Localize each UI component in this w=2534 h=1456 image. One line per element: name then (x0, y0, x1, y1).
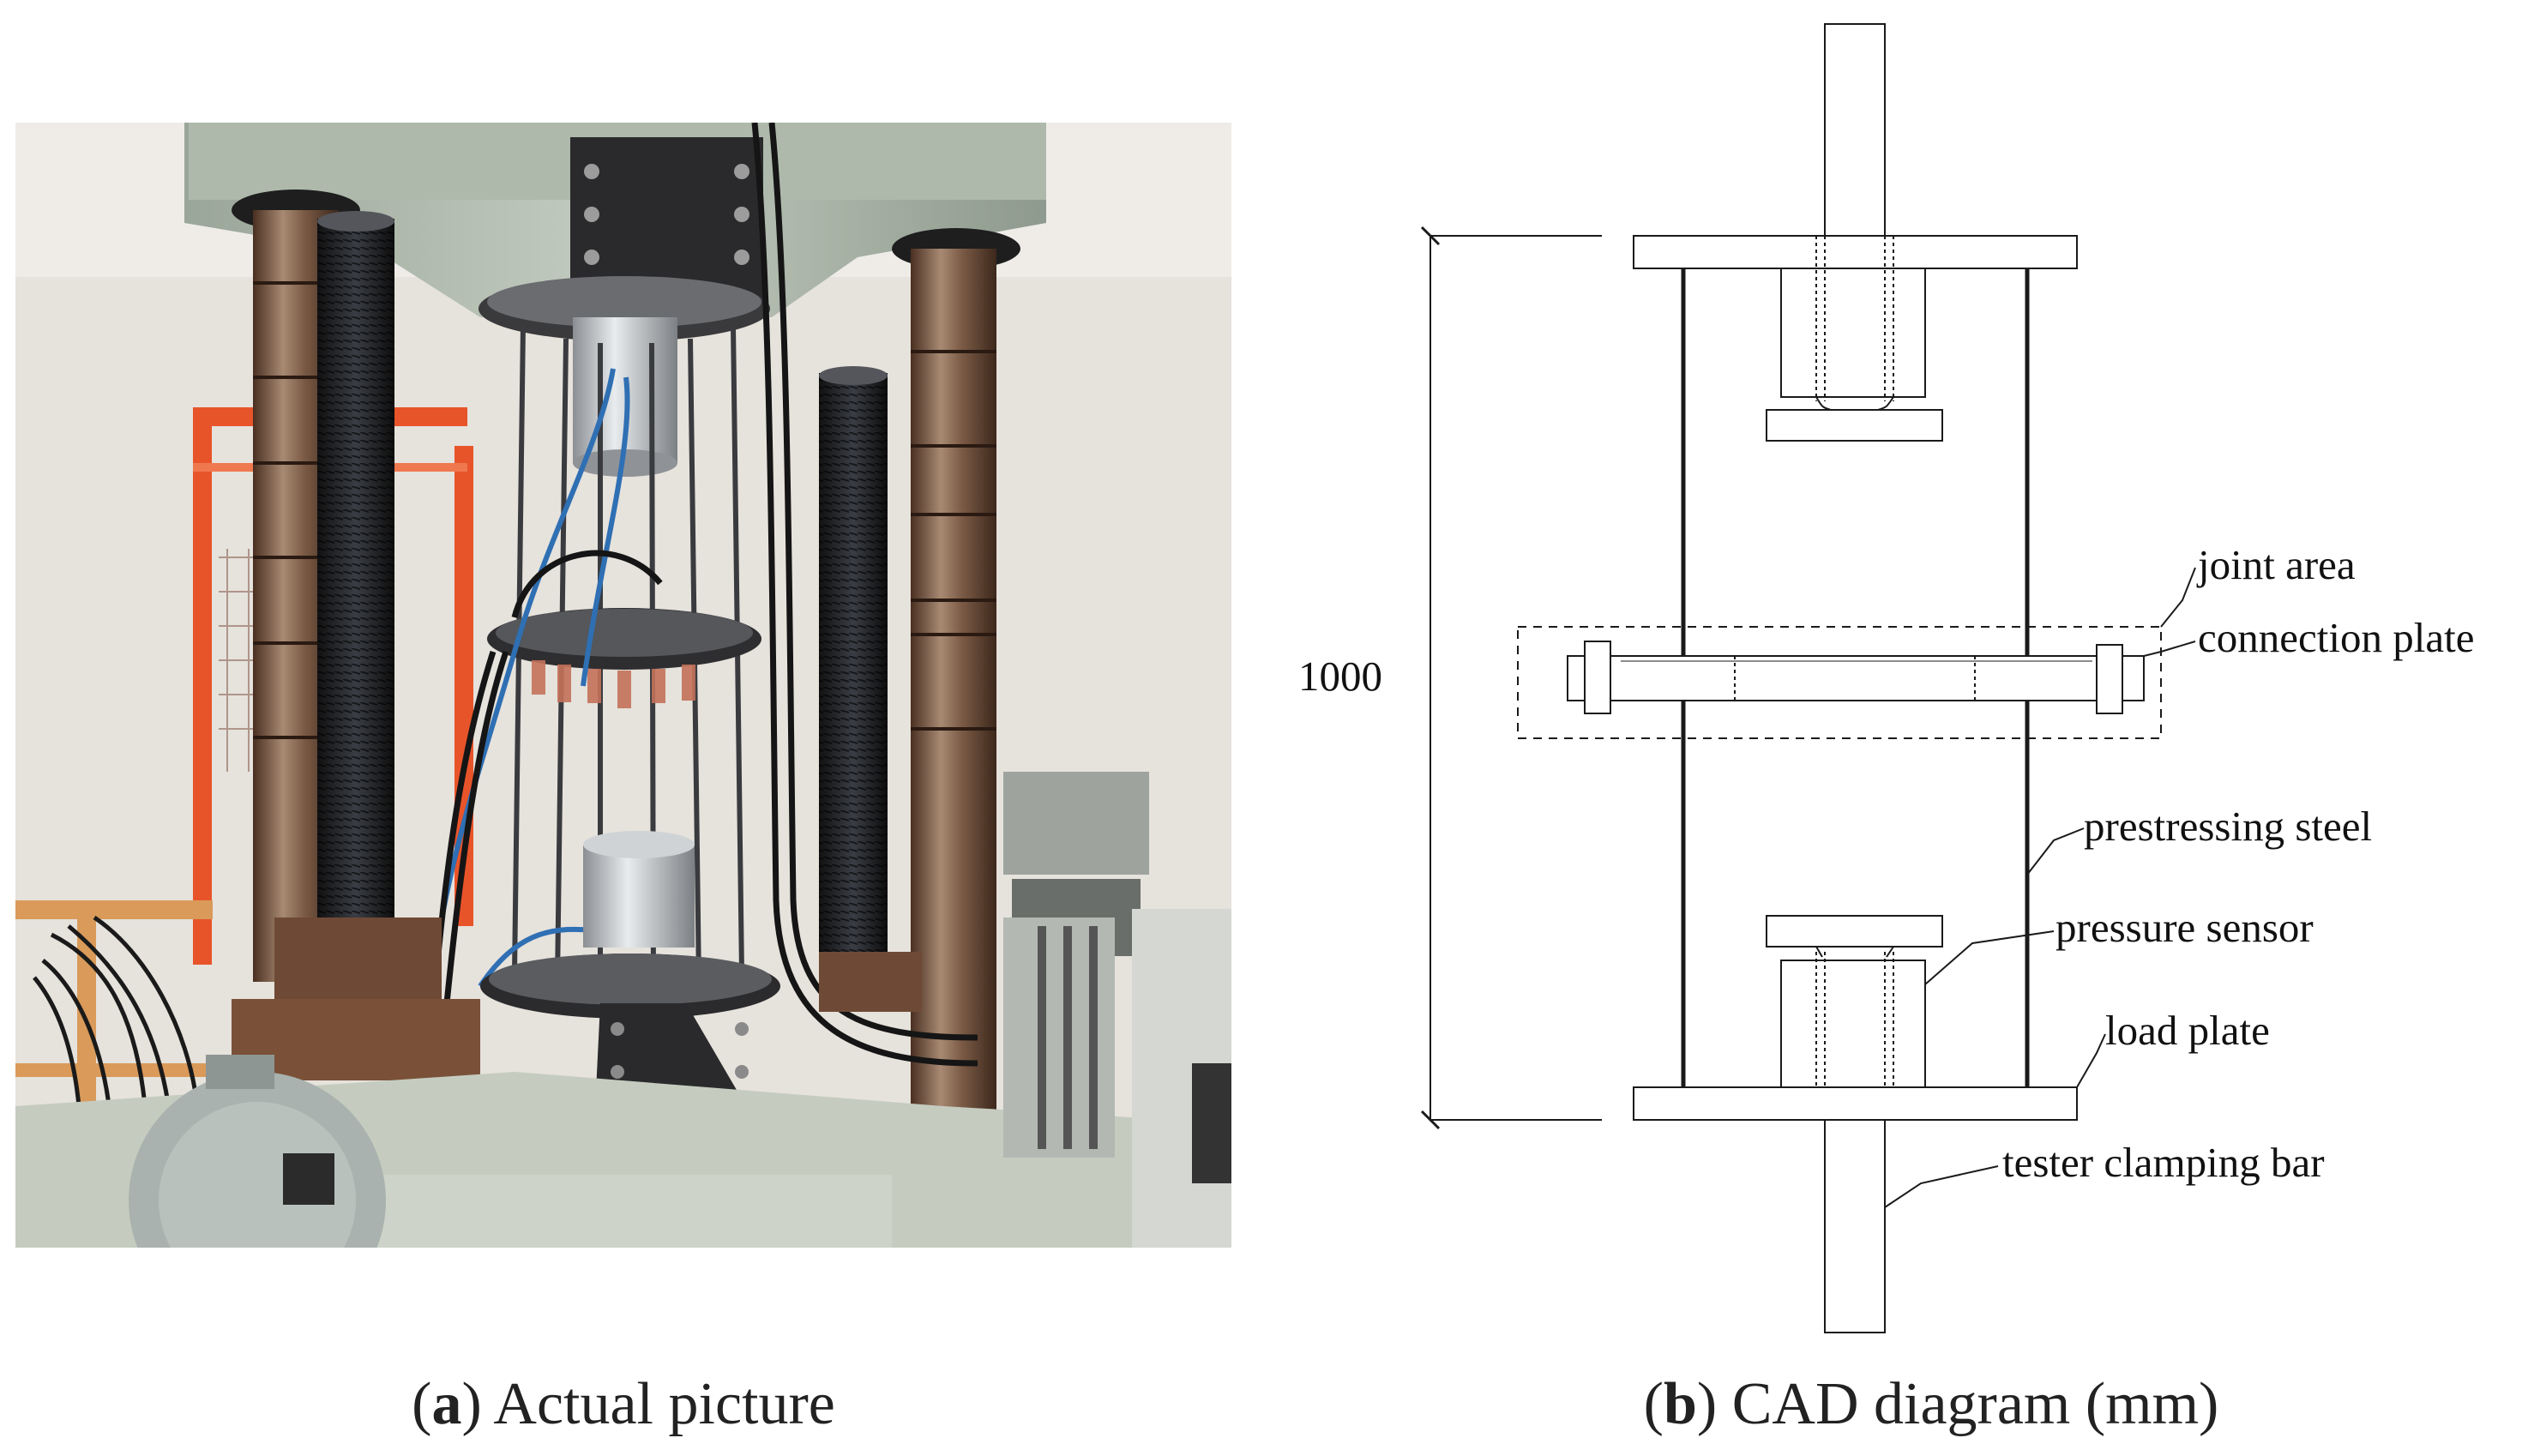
bolt-right (2096, 644, 2123, 714)
label-connection-plate: connection plate (2198, 614, 2474, 661)
bottom-clamping-bar (1824, 1119, 1886, 1333)
caption-b: (b) CAD diagram (mm) (1644, 1371, 2219, 1437)
label-load-plate: load plate (2105, 1007, 2270, 1054)
label-joint-area: joint area (2196, 541, 2356, 588)
leader-lines (1884, 567, 2196, 1208)
control-unit (1003, 772, 1149, 875)
top-sensor-hidden-lines (1815, 236, 1894, 401)
caption-a-text: Actual picture (482, 1371, 835, 1437)
cad-diagram (1420, 23, 2196, 1333)
bottom-pressure-sensor (1780, 960, 1926, 1088)
label-pressure-sensor: pressure sensor (2055, 904, 2314, 951)
dimension-1000: 1000 (1298, 653, 1382, 700)
left-base-nut (274, 918, 442, 1003)
bolt-left (1584, 641, 1611, 714)
lower-cylinder (583, 845, 695, 948)
label-prestressing-steel: prestressing steel (2084, 803, 2372, 850)
right-column (911, 249, 996, 1248)
right-base-nut (819, 952, 922, 1012)
top-load-plate (1633, 235, 2078, 269)
caption-b-text: CAD diagram (mm) (1717, 1371, 2218, 1437)
bottom-load-plate (1633, 1086, 2078, 1121)
actual-photo (15, 123, 1231, 1248)
label-tester-clamping-bar: tester clamping bar (2002, 1139, 2325, 1186)
bottom-spacer-plate (1766, 915, 1943, 948)
connection-plate (1567, 655, 2145, 701)
top-pressure-sensor (1780, 268, 1926, 398)
joint-area-box (1517, 626, 2162, 739)
caption-b-letter: b (1664, 1371, 1697, 1437)
caption-a: (a) Actual picture (412, 1371, 835, 1437)
top-spacer-plate (1766, 409, 1943, 442)
top-clamping-bar (1824, 23, 1886, 245)
caption-a-letter: a (431, 1371, 461, 1437)
